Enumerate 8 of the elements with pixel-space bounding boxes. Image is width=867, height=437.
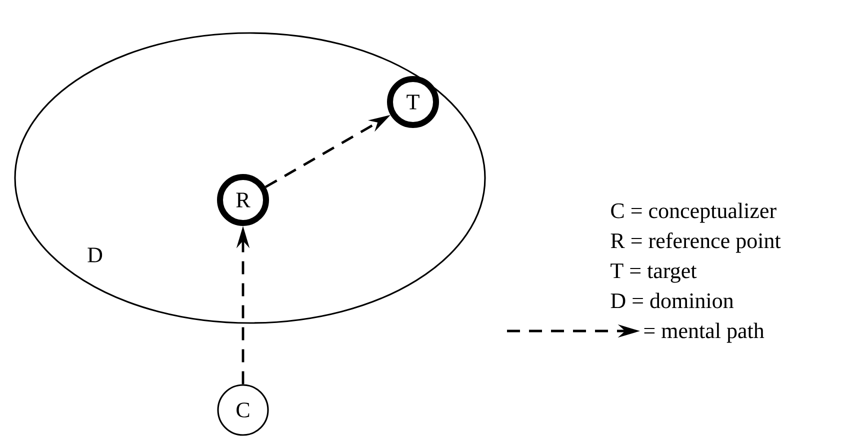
legend-text: R = reference point [610, 232, 781, 253]
legend-text: = mental path [644, 322, 764, 343]
legend-text: D = dominion [610, 292, 734, 308]
circle-node: T [387, 76, 439, 128]
legend-text: C = conceptualizer [611, 202, 776, 223]
legend-text: T = target [610, 264, 697, 283]
circle-node: C [217, 384, 269, 436]
circle-node: R [217, 174, 269, 226]
